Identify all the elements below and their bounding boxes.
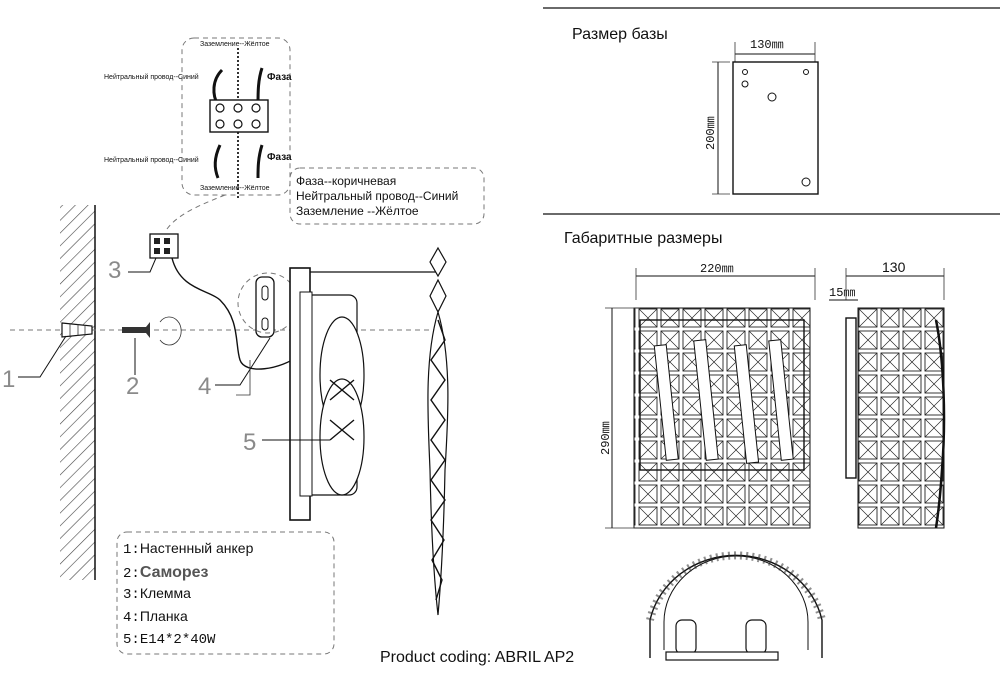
wall-hatch xyxy=(60,205,95,580)
wiring-detail: Заземление--Жёлтое Нейтральный провод--С… xyxy=(104,37,485,233)
callout-1: 1 xyxy=(2,366,15,393)
part-3-name: Клемма xyxy=(140,585,191,601)
part-5-num: 5: xyxy=(123,632,140,648)
part-1-num: 1: xyxy=(123,542,140,558)
bracket-arrow xyxy=(236,360,251,396)
legend-neutral: Нейтральный провод--Синий xyxy=(296,189,458,203)
svg-text:5:E14*2*40W: 5:E14*2*40W xyxy=(123,632,216,648)
wall-assembly xyxy=(10,205,440,580)
ground-label-bottom: Заземление--Жёлтое xyxy=(200,185,270,192)
svg-text:3:Клемма: 3:Клемма xyxy=(123,585,191,603)
parts-list: 1:Настенный анкер 2:Саморез 3:Клемма 4:П… xyxy=(116,531,335,655)
overall-dimensions-section: Габаритные размеры 220㎜ 290㎜ 130 15㎜ xyxy=(564,230,946,661)
wire-legend-frame xyxy=(289,167,485,225)
part-4-num: 4: xyxy=(123,610,140,626)
callout-4: 4 xyxy=(198,373,211,400)
detail-leader xyxy=(164,194,226,233)
part-2-name: Саморез xyxy=(140,564,209,581)
product-code: Product coding: ABRIL AP2 xyxy=(380,649,574,666)
top-view-fixture xyxy=(646,551,826,661)
overall-depth-label: 130 xyxy=(882,259,906,275)
side-view-fixture xyxy=(857,307,945,529)
phase-wire-bottom xyxy=(256,144,264,179)
overall-title: Габаритные размеры xyxy=(564,230,722,247)
callouts: 1 2 3 4 5 xyxy=(2,257,330,456)
neutral-label-top: Нейтральный провод--Синий xyxy=(104,73,199,81)
legend-ground: Заземление --Жёлтое xyxy=(296,204,419,218)
part-4-name: Планка xyxy=(140,608,188,624)
callout-3: 3 xyxy=(108,257,121,284)
part-5-name: E14*2*40W xyxy=(140,632,216,648)
offset-label: 15㎜ xyxy=(829,286,855,300)
wall-anchor xyxy=(61,322,93,338)
part-3-num: 3: xyxy=(123,587,140,603)
fixture-side-view xyxy=(289,246,449,616)
parts-list-frame xyxy=(116,531,335,655)
svg-text:2:Саморез: 2:Саморез xyxy=(123,564,209,582)
terminal-clamp xyxy=(149,233,179,259)
bulb-lower xyxy=(319,378,365,496)
screw xyxy=(122,322,150,338)
phase-label-top: Фаза xyxy=(267,72,292,83)
neutral-wire-bottom xyxy=(213,144,222,179)
svg-text:1:Настенный анкер: 1:Настенный анкер xyxy=(123,540,254,558)
callout-5: 5 xyxy=(243,429,256,456)
screw-rotation-arrow xyxy=(159,316,182,346)
svg-text:4:Планка: 4:Планка xyxy=(123,608,188,626)
overall-width-label: 220㎜ xyxy=(700,262,734,276)
base-size-section: Размер базы 130㎜ 200㎜ xyxy=(572,26,819,195)
part-1-name: Настенный анкер xyxy=(140,540,254,556)
base-size-title: Размер базы xyxy=(572,26,668,43)
ground-label-top: Заземление--Жёлтое xyxy=(200,41,270,48)
supply-cable xyxy=(171,257,301,370)
legend-phase: Фаза--коричневая xyxy=(296,174,396,188)
base-plate xyxy=(732,61,819,195)
base-height-label: 200㎜ xyxy=(704,116,718,150)
wiring-detail-frame xyxy=(181,37,291,196)
neutral-label-bottom: Нейтральный провод--Синий xyxy=(104,156,199,164)
crystal-pendant xyxy=(427,309,449,616)
callout-2: 2 xyxy=(126,373,139,400)
overall-height-label: 290㎜ xyxy=(599,421,613,455)
base-width-label: 130㎜ xyxy=(750,38,784,52)
side-view-plate xyxy=(845,317,857,479)
mounting-bracket xyxy=(255,276,275,338)
phase-label-bottom: Фаза xyxy=(267,152,292,163)
part-2-num: 2: xyxy=(123,566,140,582)
